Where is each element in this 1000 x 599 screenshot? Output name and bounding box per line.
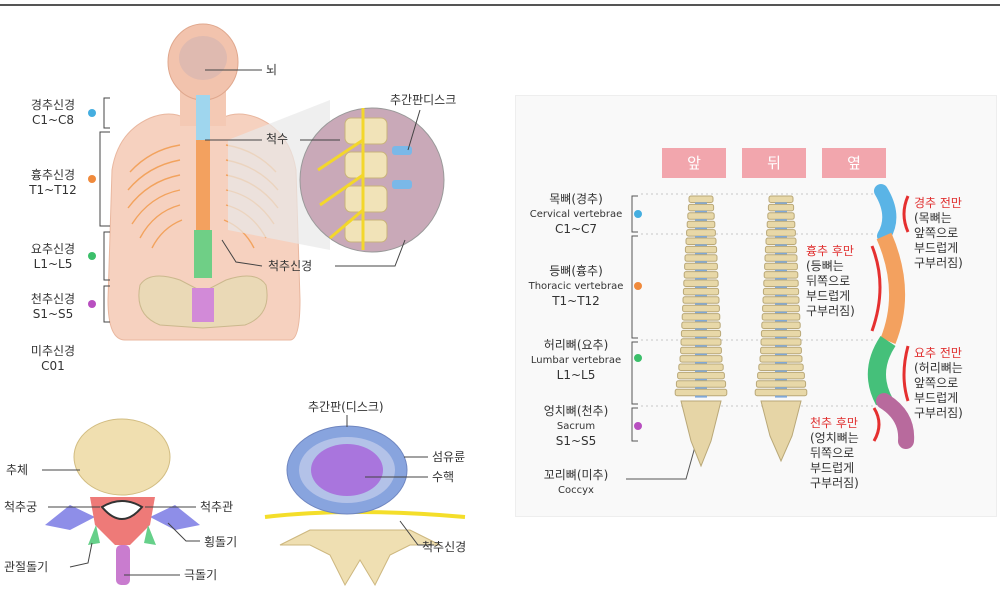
vertebra [681, 339, 721, 346]
vertebra [763, 288, 798, 295]
vertebra [685, 246, 716, 253]
vertebra [764, 280, 798, 287]
label-spinous-process: 극돌기 [184, 568, 217, 583]
vertebra [682, 314, 720, 321]
label-vertebral-body: 추체 [6, 463, 28, 478]
label-annulus-fibrosus: 섬유륜 [432, 450, 465, 465]
label-transverse-process: 횡돌기 [204, 535, 237, 550]
region-thoracic: 등뼈(흉추) Thoracic vertebrae T1~T12 [521, 264, 631, 309]
vertebra [676, 381, 725, 388]
vertebra [681, 330, 720, 337]
vertebra [765, 255, 797, 261]
note-cervical-lordosis: 경추 전만 (목뼈는 앞쪽으로 부드럽게 구부러짐) [914, 196, 963, 271]
vertebra [761, 339, 801, 346]
vertebra [679, 364, 723, 371]
vertebra [688, 204, 713, 211]
vertebra [687, 221, 715, 228]
vertebra [763, 297, 799, 304]
disc-illustration [250, 395, 500, 595]
region-lumbar: 허리뼈(요추) Lumbar vertebrae L1~L5 [521, 338, 631, 383]
vertebra [683, 305, 720, 312]
vertebra [683, 297, 719, 304]
vertebra [767, 221, 795, 228]
group-color-dot [88, 175, 96, 183]
label-spinal-cord: 척수 [266, 132, 288, 147]
vertebra-figure: 추체 척추궁 척추관 횡돌기 관절돌기 극돌기 [0, 395, 250, 595]
vertebra [768, 204, 793, 211]
vertebra [765, 263, 798, 270]
label-disc-title: 추간판(디스크) [308, 400, 384, 415]
vertebra [681, 347, 722, 354]
vertebra [675, 389, 727, 396]
note-lumbar-lordosis: 요추 전만 (허리뼈는 앞쪽으로 부드럽게 구부러짐) [914, 346, 963, 421]
label-spinal-nerve: 척추신경 [268, 259, 312, 274]
vertebra [682, 322, 720, 329]
group-thoracic: 흉추신경 T1~T12 [20, 168, 86, 198]
vertebra [768, 213, 794, 220]
vertebra [761, 330, 800, 337]
vertebra [759, 364, 803, 371]
vertebra [688, 213, 714, 220]
label-vertebral-arch: 척추궁 [4, 500, 37, 515]
note-sacral-kyphosis: 천추 후만 (엉치뼈는 뒤쪽으로 부드럽게 구부러짐) [810, 416, 859, 491]
vertebra [766, 238, 796, 245]
region-color-dot [634, 210, 642, 218]
vertebra [756, 381, 805, 388]
vertebra [755, 389, 807, 396]
disc-figure: 추간판(디스크) 섬유륜 수핵 척추신경 [250, 395, 500, 595]
vertebra [763, 305, 800, 312]
disc [695, 396, 707, 398]
region-color-dot [634, 282, 642, 290]
label-articular-process: 관절돌기 [4, 560, 48, 575]
vertebra [760, 356, 802, 363]
group-coccygeal: 미추신경 C01 [20, 344, 86, 374]
vertebra [684, 272, 718, 279]
group-sacral: 천추신경 S1~S5 [20, 292, 86, 322]
vertebra [680, 356, 722, 363]
vertebra [685, 263, 718, 270]
vertebra [689, 196, 713, 203]
vertebra [765, 246, 796, 253]
vertebra [683, 288, 718, 295]
region-color-dot [634, 354, 642, 362]
region-cervical: 목뼈(경추) Cervical vertebrae C1~C7 [521, 192, 631, 237]
group-cervical: 경추신경 C1~C8 [20, 98, 86, 128]
group-lumbar: 요추신경 L1~L5 [20, 242, 86, 272]
vertebra [761, 347, 802, 354]
region-sacrum: 엉치뼈(천추) Sacrum S1~S5 [521, 404, 631, 449]
label-nucleus-pulposus: 수핵 [432, 470, 454, 485]
vertebra [762, 322, 800, 329]
region-color-dot [634, 422, 642, 430]
nervous-system-figure: 뇌 척수 추간판디스크 척추신경 경추신경 C1~C8 흉추신경 T1~T12 … [0, 0, 500, 390]
note-thoracic-kyphosis: 흉추 후만 (등뼈는 뒤쪽으로 부드럽게 구부러짐) [806, 244, 855, 319]
vertebra [685, 255, 717, 261]
disc [775, 396, 787, 398]
vertebra [764, 272, 798, 279]
label-intervertebral-disc: 추간판디스크 [390, 93, 456, 108]
group-color-dot [88, 252, 96, 260]
vertebra [758, 372, 805, 379]
vertebra [678, 372, 725, 379]
vertebra [687, 230, 716, 237]
label-brain: 뇌 [266, 63, 277, 78]
vertebra [769, 196, 793, 203]
group-color-dot [88, 300, 96, 308]
vertebra [686, 238, 716, 245]
group-color-dot [88, 109, 96, 117]
region-coccyx: 꼬리뼈(미추) Coccyx [521, 468, 631, 498]
vertebra [684, 280, 718, 287]
label-spinal-canal: 척추관 [200, 500, 233, 515]
spine-curvature-panel: 앞 뒤 옆 [515, 95, 997, 517]
vertebra [767, 230, 796, 237]
label-disc-spinal-nerve: 척추신경 [422, 540, 466, 555]
vertebra [762, 314, 800, 321]
